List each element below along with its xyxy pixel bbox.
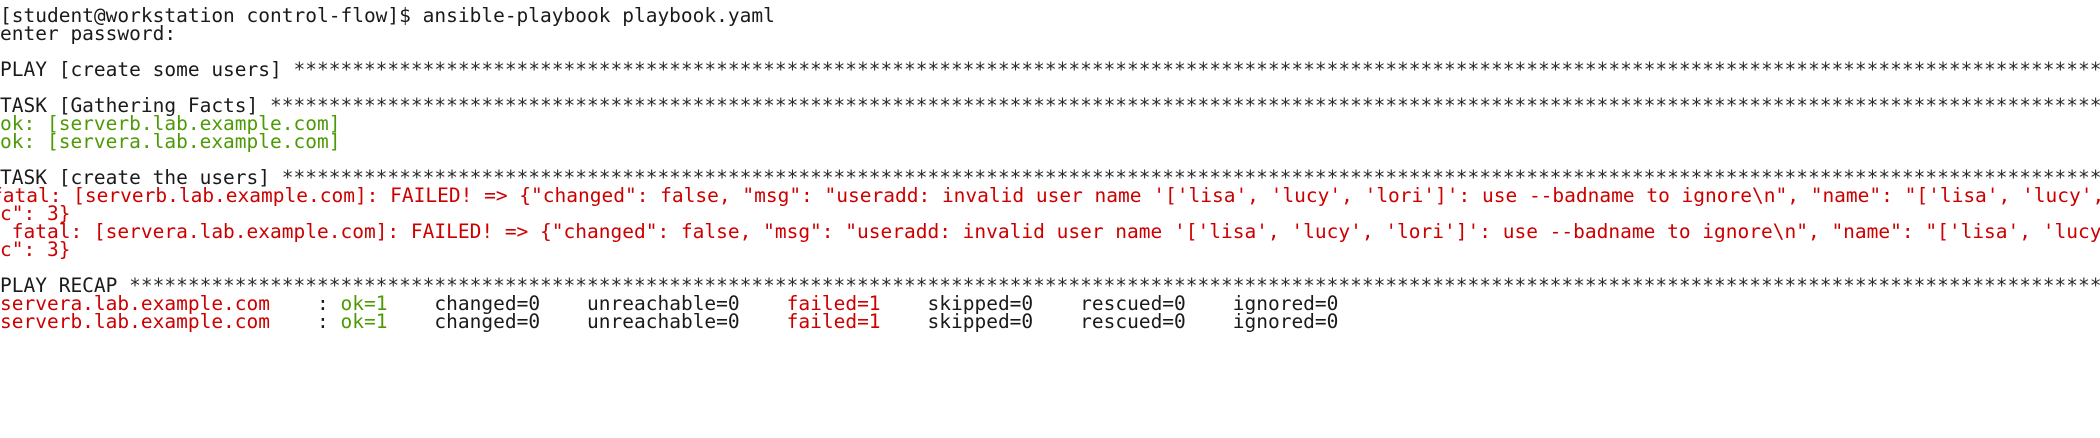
terminal-line-recap-servera: servera.lab.example.com : ok=1 changed=0… (0, 292, 1338, 316)
terminal-line-ok-serverb-facts: ok: [serverb.lab.example.com] (0, 112, 340, 136)
terminal-line-fatal-servera: fatal: [servera.lab.example.com]: FAILED… (0, 220, 2100, 244)
terminal-segment-play-recap-header-1: ****************************************… (129, 274, 2100, 297)
terminal-segment-recap-servera-2: ok=1 (340, 292, 388, 315)
terminal-segment-recap-serverb-1: : (270, 310, 341, 333)
terminal-segment-recap-serverb-3: changed=0 unreachable=0 (387, 310, 787, 333)
terminal-segment-recap-serverb-4: failed=1 (786, 310, 881, 333)
terminal-segment-fatal-serverb-wrap-0: c": 3} (0, 202, 71, 225)
terminal-line-task-create-users: TASK [create the users] ****************… (0, 166, 2100, 190)
terminal-line-ok-servera-facts: ok: [servera.lab.example.com] (0, 130, 340, 154)
terminal-segment-ok-servera-facts-0: ok: [servera.lab.example.com] (0, 130, 341, 153)
terminal-line-fatal-serverb-wrap: c": 3} (0, 202, 70, 226)
terminal-segment-task-create-users-1: ****************************************… (281, 166, 2100, 189)
terminal-segment-password-prompt-0: enter password: (0, 22, 177, 45)
terminal-segment-play-header-1: ****************************************… (293, 58, 2100, 81)
terminal-line-play-header: PLAY [create some users] ***************… (0, 58, 2100, 82)
terminal-line-task-gathering-facts: TASK [Gathering Facts] *****************… (0, 94, 2100, 118)
terminal-segment-recap-serverb-0: serverb.lab.example.com (0, 310, 271, 333)
terminal-segment-play-header-0: PLAY [create some users] (0, 58, 294, 81)
terminal-segment-recap-servera-1: : (270, 292, 341, 315)
terminal-line-recap-serverb: serverb.lab.example.com : ok=1 changed=0… (0, 310, 1338, 334)
terminal-line-password-prompt: enter password: (0, 22, 176, 46)
terminal-segment-task-create-users-0: TASK [create the users] (0, 166, 282, 189)
terminal-line-prompt-line: [student@workstation control-flow]$ ansi… (0, 4, 775, 28)
terminal-segment-fatal-servera-wrap-0: c": 3} (0, 238, 71, 261)
terminal-line-fatal-servera-wrap: c": 3} (0, 238, 70, 262)
terminal-segment-fatal-serverb-0: fatal: [serverb.lab.example.com]: FAILED… (0, 184, 2100, 207)
terminal-segment-recap-serverb-2: ok=1 (340, 310, 388, 333)
terminal-segment-recap-servera-5: skipped=0 rescued=0 ignored=0 (880, 292, 1339, 315)
terminal-segment-prompt-line-0: [student@workstation control-flow]$ ansi… (0, 4, 775, 27)
terminal-segment-ok-serverb-facts-0: ok: [serverb.lab.example.com] (0, 112, 341, 135)
terminal-segment-task-gathering-facts-0: TASK [Gathering Facts] (0, 94, 271, 117)
terminal-segment-recap-servera-0: servera.lab.example.com (0, 292, 271, 315)
terminal-line-play-recap-header: PLAY RECAP *****************************… (0, 274, 2100, 298)
terminal-segment-task-gathering-facts-1: ****************************************… (270, 94, 2100, 117)
terminal-line-fatal-serverb: fatal: [serverb.lab.example.com]: FAILED… (0, 184, 2100, 208)
terminal-segment-recap-servera-3: changed=0 unreachable=0 (387, 292, 787, 315)
terminal-segment-play-recap-header-0: PLAY RECAP (0, 274, 130, 297)
terminal-segment-recap-servera-4: failed=1 (786, 292, 881, 315)
terminal-segment-recap-serverb-5: skipped=0 rescued=0 ignored=0 (880, 310, 1339, 333)
terminal-segment-fatal-servera-0: fatal: [servera.lab.example.com]: FAILED… (0, 220, 2100, 243)
